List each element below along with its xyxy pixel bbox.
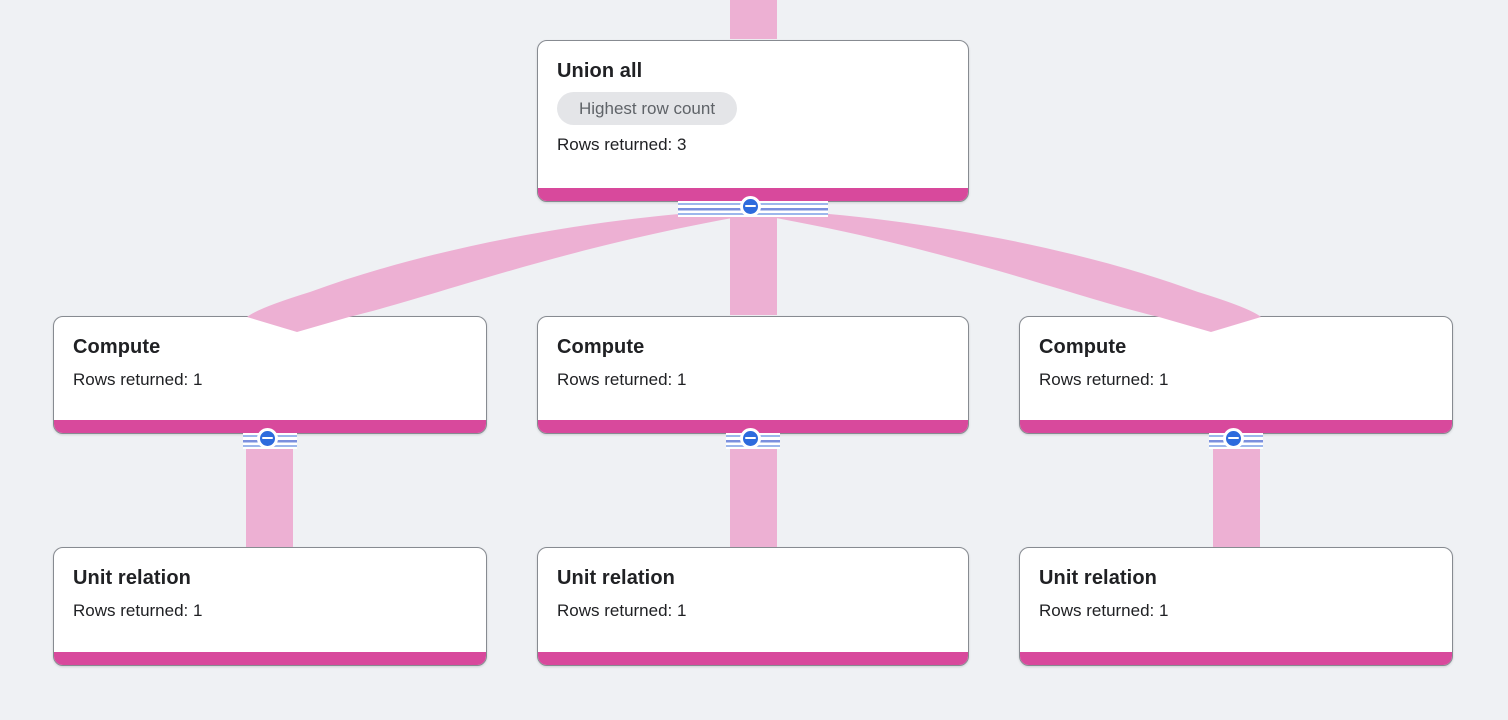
rows-returned-label: Rows returned: 1 — [73, 370, 203, 389]
node-title: Unit relation — [73, 567, 191, 589]
node-compute-3[interactable]: Compute Rows returned: 1 — [1019, 316, 1453, 434]
node-title: Unit relation — [557, 567, 675, 589]
node-compute-1[interactable]: Compute Rows returned: 1 — [53, 316, 487, 434]
collapse-button-compute-2[interactable] — [739, 427, 761, 449]
rows-returned-label: Rows returned: 3 — [557, 135, 687, 154]
edge-into-union — [730, 0, 777, 39]
node-unit-relation-2[interactable]: Unit relation Rows returned: 1 — [537, 547, 969, 666]
rows-returned-label: Rows returned: 1 — [1039, 370, 1169, 389]
node-title: Compute — [557, 336, 645, 358]
node-status-bar — [54, 652, 486, 665]
rows-returned-label: Rows returned: 1 — [73, 601, 203, 620]
collapse-button-compute-3[interactable] — [1222, 427, 1244, 449]
rows-returned-label: Rows returned: 1 — [1039, 601, 1169, 620]
minus-icon — [1227, 436, 1239, 440]
node-title: Unit relation — [1039, 567, 1157, 589]
node-status-bar — [1020, 652, 1452, 665]
node-status-bar — [1020, 420, 1452, 433]
highest-row-count-badge: Highest row count — [557, 92, 738, 125]
node-compute-2[interactable]: Compute Rows returned: 1 — [537, 316, 969, 434]
minus-icon — [744, 436, 756, 440]
node-status-bar — [538, 652, 968, 665]
collapse-button-union[interactable] — [739, 195, 761, 217]
edge-compute-1-to-unit-1 — [246, 441, 293, 547]
node-status-bar — [538, 420, 968, 433]
edge-compute-2-to-unit-2 — [730, 441, 777, 547]
edge-union-to-compute-3 — [759, 214, 1261, 332]
node-title: Union all — [557, 60, 643, 82]
edge-union-to-compute-2 — [730, 212, 777, 315]
node-unit-relation-1[interactable]: Unit relation Rows returned: 1 — [53, 547, 487, 666]
rows-returned-label: Rows returned: 1 — [557, 601, 687, 620]
edge-compute-3-to-unit-3 — [1213, 441, 1260, 547]
node-title: Compute — [1039, 336, 1127, 358]
edge-union-to-compute-1 — [247, 214, 749, 332]
minus-icon — [744, 204, 756, 208]
node-union-all[interactable]: Union all Highest row count Rows returne… — [537, 40, 969, 202]
node-status-bar — [54, 420, 486, 433]
rows-returned-label: Rows returned: 1 — [557, 370, 687, 389]
node-unit-relation-3[interactable]: Unit relation Rows returned: 1 — [1019, 547, 1453, 666]
node-title: Compute — [73, 336, 161, 358]
collapse-button-compute-1[interactable] — [256, 427, 278, 449]
minus-icon — [261, 436, 273, 440]
node-status-bar — [538, 188, 968, 201]
